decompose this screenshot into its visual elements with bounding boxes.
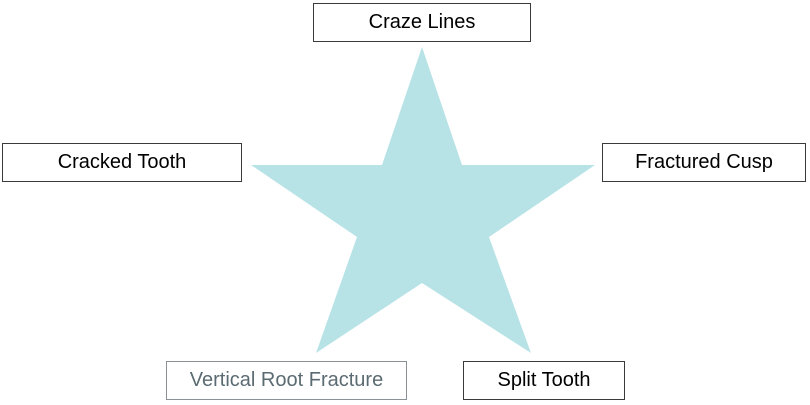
cracked-tooth-label: Cracked Tooth	[2, 143, 242, 182]
craze-lines-text: Craze Lines	[368, 11, 476, 33]
vertical-root-fracture-label: Vertical Root Fracture	[166, 361, 407, 400]
craze-lines-label: Craze Lines	[313, 3, 531, 42]
vertical-root-fracture-text: Vertical Root Fracture	[189, 369, 384, 391]
cracked-tooth-text: Cracked Tooth	[57, 151, 187, 173]
star-shape	[251, 47, 595, 353]
fractured-cusp-label: Fractured Cusp	[602, 143, 806, 182]
fractured-cusp-text: Fractured Cusp	[635, 151, 773, 173]
split-tooth-text: Split Tooth	[497, 369, 591, 391]
split-tooth-label: Split Tooth	[463, 361, 625, 400]
